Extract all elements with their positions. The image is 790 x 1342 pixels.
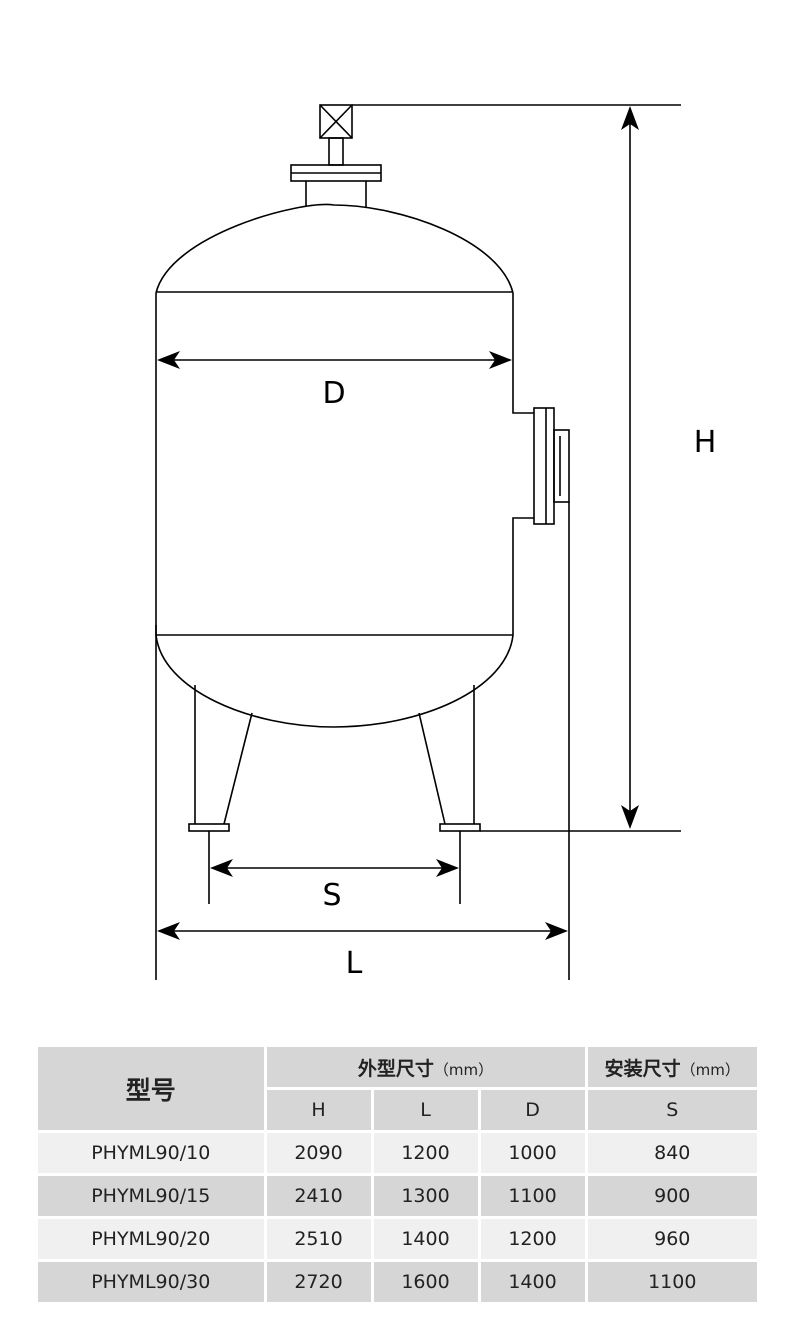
bottom-head — [155, 634, 514, 728]
cell-h: 2510 — [265, 1217, 374, 1262]
cell-h: 2090 — [265, 1131, 374, 1176]
leg-right — [418, 685, 475, 825]
cell-l: 1200 — [372, 1131, 481, 1176]
column-header-h: H — [265, 1088, 374, 1133]
foot-right — [439, 823, 481, 832]
cell-d: 1400 — [479, 1260, 588, 1305]
cell-d: 1200 — [479, 1217, 588, 1262]
cell-d: 1100 — [479, 1174, 588, 1219]
cell-s: 960 — [586, 1217, 758, 1262]
table-row: PHYML90/30 2720 1600 1400 1100 — [38, 1260, 758, 1305]
cell-l: 1400 — [372, 1217, 481, 1262]
spec-table: 型号 外型尺寸（mm） 安装尺寸（mm） H L D S PHYML90/10 … — [38, 1047, 758, 1305]
table-row: PHYML90/10 2090 1200 1000 840 — [38, 1131, 758, 1176]
arrow-icon — [436, 859, 459, 877]
cell-s: 840 — [586, 1131, 758, 1176]
foot-left — [188, 823, 230, 832]
tank-diagram: D H S L — [155, 104, 717, 981]
arrow-icon — [157, 922, 180, 940]
cell-h: 2410 — [265, 1174, 374, 1219]
column-header-l: L — [372, 1088, 481, 1133]
label-d: D — [322, 376, 345, 411]
side-flange — [533, 407, 555, 525]
cell-l: 1600 — [372, 1260, 481, 1305]
cell-model: PHYML90/15 — [38, 1174, 267, 1219]
valve-stem — [328, 137, 344, 166]
cell-h: 2720 — [265, 1260, 374, 1305]
arrow-icon — [621, 805, 639, 829]
install-dimension-header: 安装尺寸（mm） — [586, 1047, 758, 1090]
arrow-icon — [157, 351, 180, 369]
arrow-icon — [621, 106, 639, 130]
label-l: L — [346, 946, 363, 981]
label-s: S — [322, 878, 341, 913]
cell-s: 1100 — [586, 1260, 758, 1305]
sight-glass — [553, 429, 570, 503]
model-header: 型号 — [38, 1047, 267, 1133]
cell-model: PHYML90/10 — [38, 1131, 267, 1176]
cell-model: PHYML90/20 — [38, 1217, 267, 1262]
outer-dimension-header: 外型尺寸（mm） — [265, 1047, 588, 1090]
arrow-icon — [545, 922, 568, 940]
table-row: PHYML90/15 2410 1300 1100 900 — [38, 1174, 758, 1219]
cell-l: 1300 — [372, 1174, 481, 1219]
label-h: H — [694, 425, 717, 460]
top-head — [155, 203, 514, 294]
column-header-d: D — [479, 1088, 588, 1133]
cell-d: 1000 — [479, 1131, 588, 1176]
arrow-icon — [489, 351, 512, 369]
cell-s: 900 — [586, 1174, 758, 1219]
table-row: PHYML90/20 2510 1400 1200 960 — [38, 1217, 758, 1262]
cell-model: PHYML90/30 — [38, 1260, 267, 1305]
column-header-s: S — [586, 1088, 758, 1133]
leg-left — [194, 685, 253, 825]
arrow-icon — [210, 859, 233, 877]
shell-right — [512, 293, 534, 635]
